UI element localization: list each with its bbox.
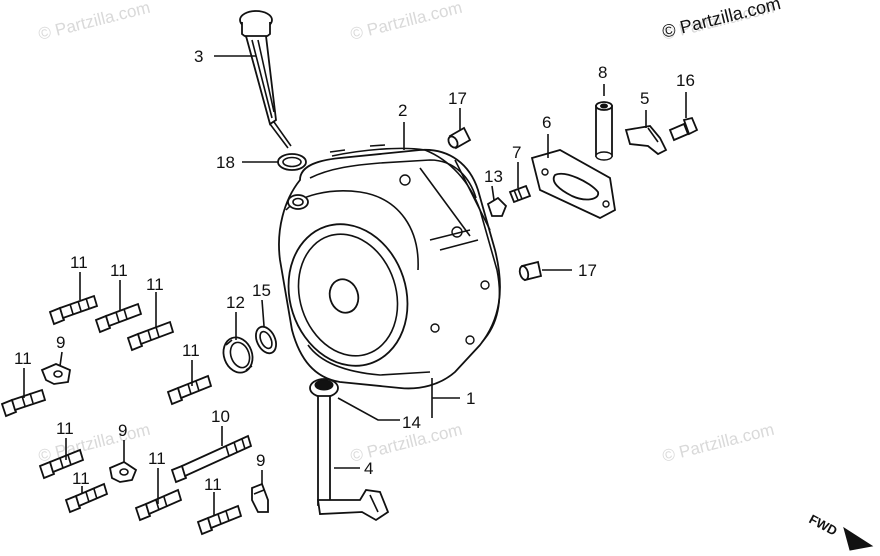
callout-7: 7 (512, 143, 521, 162)
callout-11: 11 (70, 253, 88, 272)
bolt (38, 448, 85, 480)
bolt (196, 504, 243, 536)
nut (486, 196, 508, 217)
copyright-notice: © Partzilla.com (660, 0, 783, 42)
callout-numbers: 1 2 3 4 5 6 7 8 9 9 9 10 11 11 11 11 11 … (14, 47, 695, 494)
callout-6: 6 (542, 113, 551, 132)
crankcase-cover (278, 144, 501, 390)
callout-11: 11 (56, 419, 74, 438)
callout-2: 2 (398, 101, 407, 120)
watermark: © Partzilla.com (36, 420, 152, 466)
callout-11: 11 (182, 341, 200, 360)
o-ring (255, 325, 277, 355)
bolt (134, 488, 183, 522)
watermark: © Partzilla.com (348, 0, 464, 44)
callout-11: 11 (146, 275, 164, 294)
watermark: © Partzilla.com (660, 420, 776, 466)
watermark: © Partzilla.com (36, 0, 152, 44)
callout-18: 18 (216, 153, 235, 172)
bolt (166, 374, 213, 406)
bolt (126, 320, 175, 352)
dowel-pin (518, 260, 543, 282)
bolt (508, 184, 532, 204)
callout-4: 4 (364, 459, 373, 478)
dowel-pin (447, 126, 472, 150)
callout-11: 11 (14, 349, 32, 368)
bolt (668, 116, 699, 142)
callout-17: 17 (448, 89, 467, 108)
callout-9: 9 (256, 451, 265, 470)
callout-5: 5 (640, 89, 649, 108)
oil-dipstick (239, 10, 292, 149)
callout-12: 12 (226, 293, 245, 312)
clamp (624, 125, 668, 156)
callout-11: 11 (110, 261, 128, 280)
callout-11: 11 (148, 449, 166, 468)
long-bolt (170, 434, 253, 484)
bolt (0, 388, 47, 418)
bolt (48, 294, 99, 326)
callout-15: 15 (252, 281, 271, 300)
callout-1: 1 (466, 389, 475, 408)
forward-direction-arrow: FWD (807, 511, 874, 551)
bolt (64, 482, 109, 514)
callout-8: 8 (598, 63, 607, 82)
gasket (331, 147, 501, 343)
oil-seal (222, 336, 254, 374)
callout-9: 9 (56, 333, 65, 352)
callout-9: 9 (118, 421, 127, 440)
callout-11: 11 (72, 469, 90, 488)
cable-clip (251, 482, 269, 513)
leader-lines (23, 55, 687, 516)
cable-clip (108, 460, 138, 483)
cover-bracket (530, 149, 616, 220)
callout-17: 17 (578, 261, 597, 280)
callout-10: 10 (211, 407, 230, 426)
oil-strainer-pipe (309, 378, 390, 522)
callout-14: 14 (402, 413, 421, 432)
callout-13: 13 (484, 167, 503, 186)
spacer-collar (595, 101, 613, 161)
bolt (94, 302, 143, 334)
callout-16: 16 (676, 71, 695, 90)
callout-11: 11 (204, 475, 222, 494)
callout-3: 3 (194, 47, 203, 66)
forward-label: FWD (807, 511, 840, 538)
cable-clip (40, 363, 72, 385)
